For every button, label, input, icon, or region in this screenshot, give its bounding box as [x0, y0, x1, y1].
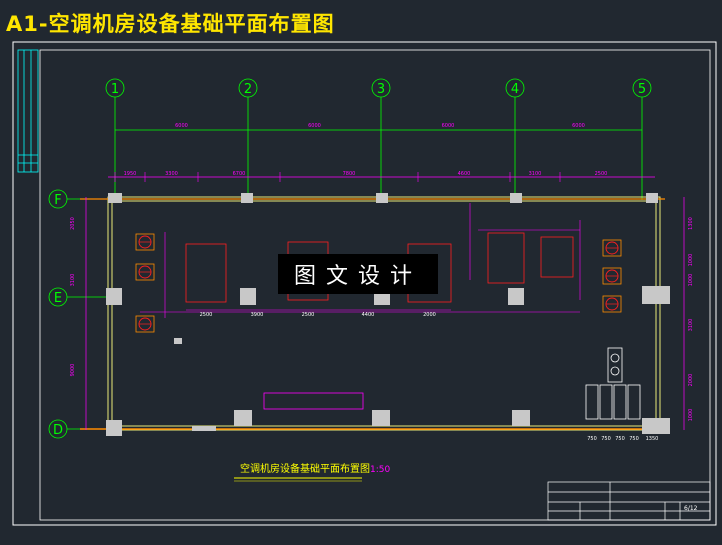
dim-second-label: 6700 — [233, 171, 246, 177]
dim-second-label: 7800 — [343, 171, 356, 177]
dim-second-label: 4600 — [458, 171, 471, 177]
column-axis-label: 3 — [377, 82, 385, 97]
equipment-pedestal — [108, 193, 122, 203]
column-axis-bubble — [238, 78, 258, 98]
equipment-pedestal — [642, 286, 670, 304]
dim-right-label: 1000 — [688, 254, 694, 267]
pump-base — [602, 267, 622, 285]
equipment-pedestal — [512, 410, 530, 426]
sheet-inner-border — [39, 49, 711, 521]
dim-second-label: 3300 — [165, 171, 178, 177]
dim-right-label: 3100 — [688, 319, 694, 332]
pump-row-right — [585, 347, 641, 420]
dim-second-label: 3100 — [529, 171, 542, 177]
watermark-banner: 图文设计 — [278, 254, 438, 294]
dim-pump-row-label: 750 — [629, 436, 639, 442]
dim-top-label: 6000 — [308, 123, 321, 129]
column-axis-bubble — [105, 78, 125, 98]
sheet-number: 6/12 — [684, 505, 698, 512]
equipment-pedestal — [234, 410, 252, 426]
drawing-title: 空调机房设备基础平面布置图 — [240, 462, 370, 475]
dim-room-label: 3900 — [251, 312, 264, 318]
row-axis-label: D — [53, 423, 63, 438]
column-axis-label: 1 — [111, 82, 119, 97]
row-axis-label: F — [54, 193, 61, 208]
dim-pump-row-label: 750 — [615, 436, 625, 442]
water-tank — [263, 392, 364, 410]
pump-base — [135, 263, 155, 281]
pump-base — [135, 315, 155, 333]
column-axis-bubble — [371, 78, 391, 98]
dim-room-label: 4400 — [362, 312, 375, 318]
row-axis-label: E — [54, 291, 62, 306]
dim-right-label: 1000 — [688, 274, 694, 287]
row-axis-bubble — [48, 419, 68, 439]
binding-strip — [17, 49, 39, 173]
dim-pump-row-label: 1350 — [646, 436, 659, 442]
equipment-pedestal — [241, 193, 253, 203]
dim-top-label: 6000 — [442, 123, 455, 129]
row-axis-bubble — [48, 287, 68, 307]
dim-room-label: 2500 — [302, 312, 315, 318]
row-axis-bubble — [48, 189, 68, 209]
pump-base — [602, 239, 622, 257]
title-block — [547, 481, 711, 521]
drawing-scale: 1:50 — [370, 465, 390, 475]
dim-top-label: 6000 — [175, 123, 188, 129]
equipment-pedestal — [372, 410, 390, 426]
sheet-border — [12, 41, 717, 526]
page-title: A1-空调机房设备基础平面布置图 — [6, 12, 335, 36]
equipment-pedestal — [174, 338, 182, 344]
equipment-pedestal — [508, 288, 524, 305]
dim-pump-row-label: 750 — [601, 436, 611, 442]
equipment-pedestal — [642, 418, 670, 434]
room-walls — [107, 196, 661, 431]
equipment-pedestal — [646, 193, 658, 203]
dim-left-label: 3100 — [70, 274, 76, 287]
column-axis-bubble — [632, 78, 652, 98]
dim-right-label: 1000 — [688, 409, 694, 422]
dim-left-label: 2050 — [70, 217, 76, 230]
magenta-guides — [140, 203, 581, 318]
dim-pump-row-label: 750 — [587, 436, 597, 442]
pump-base — [602, 295, 622, 313]
dim-top-label: 6000 — [572, 123, 585, 129]
equipment-pedestal — [376, 193, 388, 203]
dim-right-label: 2000 — [688, 374, 694, 387]
equipment-pedestal — [106, 420, 122, 436]
column-axis-label: 4 — [511, 82, 519, 97]
dim-right-label: 1300 — [688, 217, 694, 230]
equipment-pedestal — [240, 288, 256, 305]
dim-second-label: 2500 — [595, 171, 608, 177]
dim-second-label: 1950 — [124, 171, 137, 177]
pump-base — [135, 233, 155, 251]
equipment-pedestal — [192, 426, 216, 431]
column-axis-label: 5 — [638, 82, 646, 97]
column-axis-label: 2 — [244, 82, 252, 97]
equipment-pedestal — [106, 288, 122, 305]
dim-room-label: 2000 — [423, 312, 436, 318]
dim-left-label: 9000 — [70, 364, 76, 377]
column-axis-bubble — [505, 78, 525, 98]
dim-room-label: 2500 — [200, 312, 213, 318]
equipment-pedestal — [510, 193, 522, 203]
